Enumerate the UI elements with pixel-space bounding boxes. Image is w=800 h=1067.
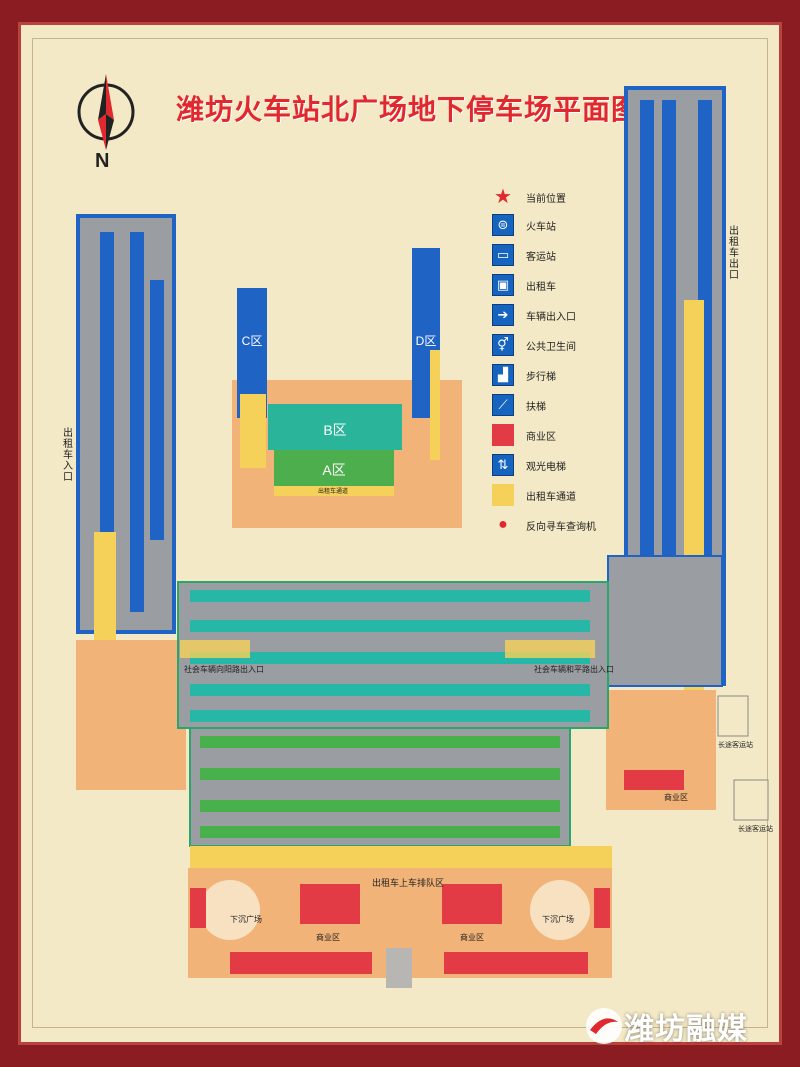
legend-label: 商业区 — [526, 432, 556, 443]
commercial-right-label: 商业区 — [460, 933, 484, 942]
legend-label: 车辆出入口 — [526, 312, 576, 323]
north-arrow-icon — [77, 74, 135, 150]
mini-taxi-lane-right — [430, 350, 440, 460]
zone-b-shape — [268, 404, 402, 450]
legend-item-bus-station: ▭ 客运站 — [492, 244, 622, 270]
legend-item-taxi: ▣ 出租车 — [492, 274, 622, 300]
page-title: 潍坊火车站北广场地下停车场平面图 — [176, 94, 641, 125]
mini-map — [232, 248, 462, 528]
west-wing-bays — [100, 232, 114, 612]
elevator-icon: ⇅ — [492, 454, 514, 476]
taxi-queue-label: 出租车上车排队区 — [372, 878, 445, 888]
bus-station-label-2: 长途客运站 — [738, 826, 773, 833]
legend-item-current-location: ★ 当前位置 — [492, 186, 622, 212]
bus-station-icon: ▭ — [492, 244, 514, 266]
legend-label: 出租车通道 — [526, 492, 576, 503]
location-pin-icon: ● — [498, 516, 508, 533]
mini-taxi-lane-bottom — [274, 486, 394, 496]
teal-bays — [190, 590, 590, 722]
mini-taxi-lane-left — [240, 394, 266, 468]
train-station-icon: ⊜ — [492, 214, 514, 236]
map-inner-border — [32, 38, 768, 1028]
station-corridor — [386, 948, 412, 988]
zone-d-label: D区 — [415, 334, 437, 348]
taxi-lane-swatch-icon — [492, 484, 514, 506]
brand-logo-icon — [586, 1008, 622, 1044]
zone-a-label: A区 — [322, 462, 346, 478]
stairs-icon: ▟ — [492, 364, 514, 386]
taxi-icon: ▣ — [492, 274, 514, 296]
entrance-right-yellow — [505, 640, 595, 658]
taxi-entrance-label: 出租车入口 — [63, 428, 73, 483]
taxi-exit-label: 出租车出口 — [729, 226, 739, 281]
legend-item-location-pin: ● 反向寻车查询机 — [492, 514, 622, 540]
mini-taxi-lane-label: 出租车通道 — [318, 489, 349, 495]
bus-annex-1 — [717, 695, 749, 737]
zone-a-shape — [274, 450, 394, 486]
vehicle-entrance-icon: ➔ — [492, 304, 514, 326]
east-wing-bays-2 — [662, 100, 676, 660]
sunken-plaza-left-area — [200, 880, 260, 940]
zone-b-label: B区 — [323, 422, 347, 438]
legend-label: 火车站 — [526, 222, 556, 233]
east-plaza — [606, 690, 716, 810]
legend-item-escalator: ⟋ 扶梯 — [492, 394, 622, 420]
west-wing-bays-2 — [130, 232, 144, 612]
legend-item-elevator: ⇅ 观光电梯 — [492, 454, 622, 480]
star-icon: ★ — [494, 186, 512, 208]
commercial-east-label: 商业区 — [664, 793, 688, 802]
commercial-swatch-icon — [492, 424, 514, 446]
taxi-queue-strip — [190, 846, 612, 868]
restroom-icon: ⚥ — [492, 334, 514, 356]
entrance-left-yellow — [180, 640, 250, 658]
watermark-text: 潍坊融媒 — [624, 1013, 748, 1046]
sunken-plaza-right-label: 下沉广场 — [542, 915, 574, 924]
east-wing-bays — [640, 100, 654, 660]
bus-annex-2 — [733, 779, 769, 821]
sunken-plaza-left-label: 下沉广场 — [230, 915, 262, 924]
legend-item-commercial: 商业区 — [492, 424, 622, 450]
east-lower-lot — [607, 555, 723, 687]
commercial-left-label: 商业区 — [316, 933, 340, 942]
legend-item-vehicle-entrance: ➔ 车辆出入口 — [492, 304, 622, 330]
legend-item-restroom: ⚥ 公共卫生间 — [492, 334, 622, 360]
social-entrance-right-label: 社会车辆和平路出入口 — [534, 665, 614, 674]
escalator-icon: ⟋ — [492, 394, 514, 416]
legend-label: 观光电梯 — [526, 462, 566, 473]
legend-label: 反向寻车查询机 — [526, 522, 596, 533]
green-bays — [200, 736, 560, 838]
sunken-plaza-right-area — [530, 880, 590, 940]
legend-label: 出租车 — [526, 282, 556, 293]
west-plaza — [76, 640, 186, 790]
legend-item-taxi-lane: 出租车通道 — [492, 484, 622, 510]
legend-label: 公共卫生间 — [526, 342, 576, 353]
legend-label: 步行梯 — [526, 372, 556, 383]
commercial-blocks — [190, 770, 684, 974]
legend-item-train-station: ⊜ 火车站 — [492, 214, 622, 240]
legend-item-stairs: ▟ 步行梯 — [492, 364, 622, 390]
legend-label: 当前位置 — [526, 194, 566, 205]
legend-label: 客运站 — [526, 252, 556, 263]
west-wing-bays-3 — [150, 280, 164, 540]
zone-c-label: C区 — [241, 334, 263, 348]
north-label: N — [95, 150, 110, 172]
legend-label: 扶梯 — [526, 402, 546, 413]
social-entrance-left-label: 社会车辆向阳路出入口 — [184, 665, 264, 674]
bus-station-label-1: 长途客运站 — [718, 742, 753, 749]
